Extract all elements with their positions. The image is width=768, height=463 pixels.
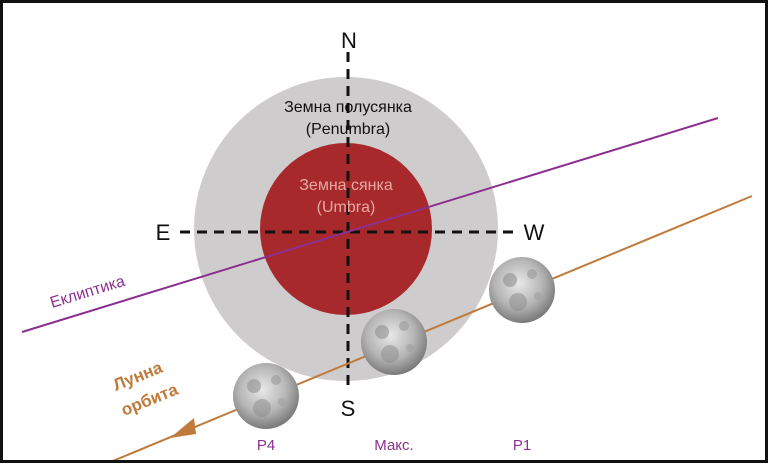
penumbra-label-line1: Земна полусянка	[284, 99, 412, 116]
penumbra-label-line2: (Penumbra)	[306, 121, 390, 138]
orbit-direction-arrow	[170, 418, 196, 438]
moon-max	[361, 309, 427, 375]
lunar-orbit-line	[110, 195, 753, 461]
position-label-max: Макс.	[374, 437, 413, 454]
moon-p1	[489, 257, 555, 323]
west-label: W	[524, 220, 545, 245]
position-label-p1: P1	[513, 437, 531, 454]
umbra-label-line1: Земна сянка	[299, 177, 393, 194]
east-label: E	[156, 220, 171, 245]
umbra-disc	[260, 143, 432, 315]
south-label: S	[341, 396, 356, 421]
north-label: N	[341, 28, 357, 53]
position-label-p4: P4	[257, 437, 275, 454]
ecliptic-label: Еклиптика	[48, 273, 127, 312]
moon-p4	[233, 363, 299, 429]
umbra-label-line2: (Umbra)	[317, 199, 376, 216]
ecliptic-line	[21, 117, 719, 333]
